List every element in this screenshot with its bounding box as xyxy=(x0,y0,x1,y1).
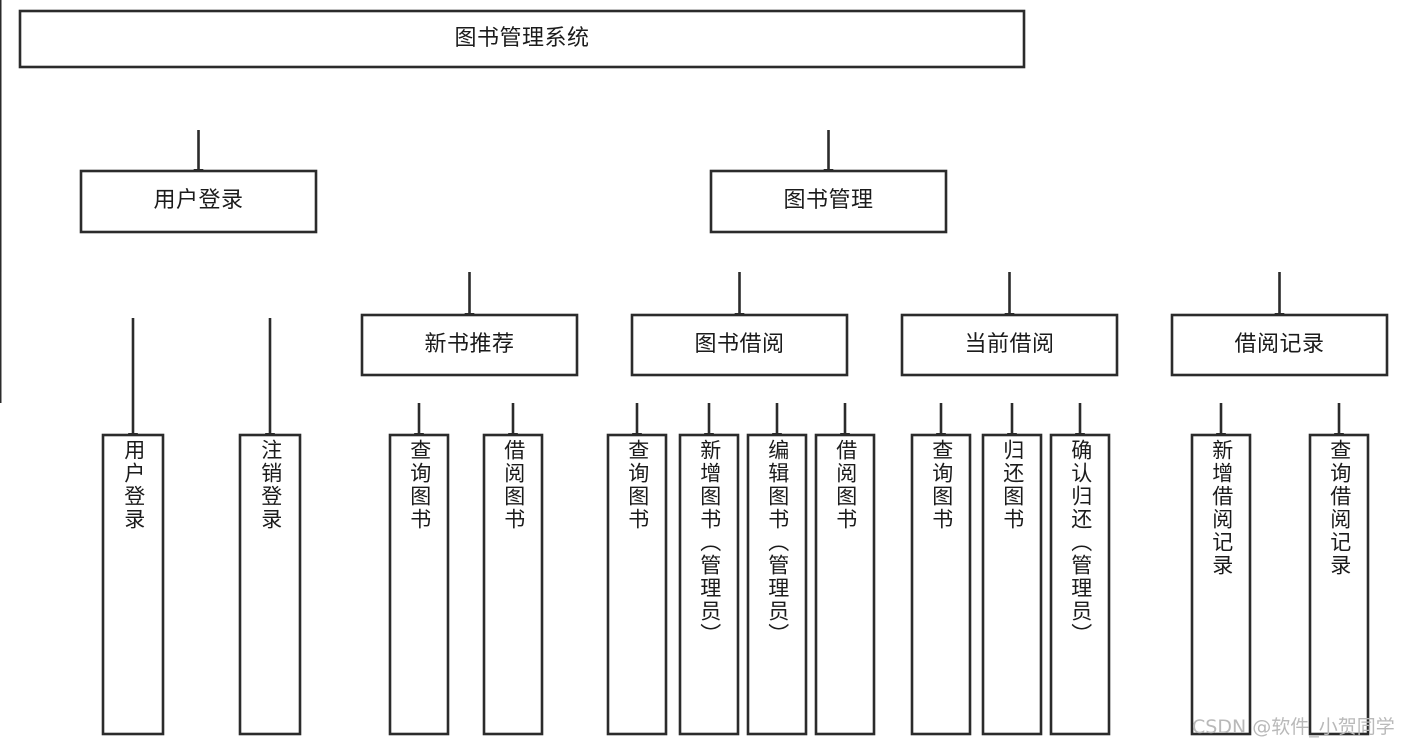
boxes-layer xyxy=(18,9,1389,736)
node-box-user-login-do[interactable] xyxy=(101,433,165,736)
node-box-root[interactable] xyxy=(18,9,1026,69)
node-box-recommend-query-book[interactable] xyxy=(388,433,450,736)
edges-layer xyxy=(0,0,1344,444)
node-box-book-manage[interactable] xyxy=(709,169,948,234)
node-box-user-logout[interactable] xyxy=(238,433,302,736)
node-box-borrow-query-book[interactable] xyxy=(606,433,668,736)
node-box-borrow-add-book[interactable] xyxy=(678,433,740,736)
node-box-user-login[interactable] xyxy=(79,169,318,234)
node-box-current-confirm-return[interactable] xyxy=(1049,433,1111,736)
node-box-recommend-borrow-book[interactable] xyxy=(482,433,544,736)
node-box-borrow-edit-book[interactable] xyxy=(746,433,808,736)
node-box-book-borrow[interactable] xyxy=(630,313,849,377)
node-box-current-query-book[interactable] xyxy=(910,433,972,736)
node-box-borrow-borrow-book[interactable] xyxy=(814,433,876,736)
node-box-current-return-book[interactable] xyxy=(981,433,1043,736)
node-box-borrow-record[interactable] xyxy=(1170,313,1389,377)
node-box-current-borrow[interactable] xyxy=(900,313,1119,377)
node-box-new-book-recommend[interactable] xyxy=(360,313,579,377)
node-box-record-query[interactable] xyxy=(1308,433,1370,736)
node-box-record-add[interactable] xyxy=(1190,433,1252,736)
